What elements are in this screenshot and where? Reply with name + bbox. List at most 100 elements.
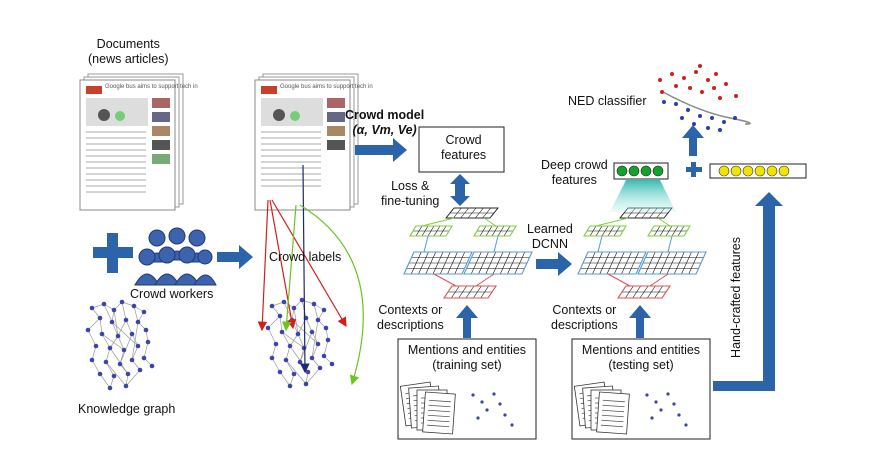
ned-point-red bbox=[658, 78, 662, 82]
graph-node bbox=[111, 373, 117, 379]
crowd-label-links bbox=[257, 164, 364, 386]
paper-stack-testing bbox=[573, 381, 630, 435]
graph-edge bbox=[285, 359, 307, 385]
mention-dots-training bbox=[471, 392, 514, 427]
ned-point-red bbox=[674, 84, 678, 88]
ned-point-red bbox=[660, 90, 664, 94]
dcnn-training bbox=[403, 207, 533, 299]
graph-edge bbox=[305, 317, 313, 333]
graph-node bbox=[141, 355, 147, 361]
graph-node bbox=[135, 319, 141, 325]
knowledge-graph-labeled bbox=[265, 297, 335, 389]
graph-edge bbox=[131, 345, 139, 361]
ned-point-red bbox=[718, 96, 722, 100]
graph-node bbox=[109, 319, 115, 325]
graph-edge bbox=[279, 315, 283, 333]
paper-stack-training bbox=[399, 381, 456, 435]
ned-point-red bbox=[706, 78, 710, 82]
ned-point-red bbox=[724, 82, 728, 86]
graph-node bbox=[315, 341, 321, 347]
graph-node bbox=[123, 317, 129, 323]
documents-label: Documents(news articles) bbox=[88, 37, 169, 66]
graph-node bbox=[299, 297, 305, 303]
ned-point-blue bbox=[686, 108, 690, 112]
graph-node bbox=[287, 343, 293, 349]
ned-point-red bbox=[700, 90, 704, 94]
graph-edge bbox=[109, 335, 119, 349]
graph-node bbox=[97, 371, 103, 377]
graph-edge bbox=[143, 341, 149, 359]
graph-edge bbox=[103, 303, 113, 323]
graph-edge bbox=[91, 345, 97, 361]
loss-fine-tuning-label: Loss &fine-tuning bbox=[381, 179, 440, 208]
graph-node bbox=[141, 309, 147, 315]
graph-node bbox=[317, 365, 323, 371]
graph-edge bbox=[117, 335, 125, 351]
graph-node bbox=[97, 315, 103, 321]
ned-point-blue bbox=[722, 120, 726, 124]
graph-edge bbox=[117, 319, 127, 337]
graph-node bbox=[143, 327, 149, 333]
graph-node bbox=[117, 361, 123, 367]
ned-point-red bbox=[698, 64, 702, 68]
crowd-model-params: (α, Vm, Ve) bbox=[352, 123, 417, 137]
graph-edge bbox=[101, 333, 125, 351]
graph-node bbox=[297, 359, 303, 365]
graph-edge bbox=[113, 309, 119, 337]
graph-node bbox=[123, 383, 129, 389]
graph-node bbox=[269, 355, 275, 361]
graph-edge bbox=[87, 329, 97, 347]
graph-edge bbox=[125, 319, 133, 335]
knowledge-graph-label: Knowledge graph bbox=[78, 402, 176, 416]
graph-node bbox=[129, 357, 135, 363]
crowd-features-box bbox=[418, 126, 505, 173]
graph-node bbox=[309, 355, 315, 361]
graph-edge bbox=[311, 343, 319, 359]
graph-edge bbox=[105, 347, 111, 363]
ned-point-red bbox=[734, 94, 738, 98]
graph-edge bbox=[131, 321, 139, 361]
graph-edge bbox=[323, 339, 329, 357]
arrow-contexts-left bbox=[456, 305, 478, 338]
graph-node bbox=[269, 303, 275, 309]
graph-node bbox=[103, 359, 109, 365]
graph-edge bbox=[111, 321, 119, 337]
ned-point-red bbox=[682, 76, 686, 80]
graph-edge bbox=[285, 359, 295, 375]
ned-classifier-label: NED classifier bbox=[568, 94, 647, 108]
graph-node bbox=[121, 347, 127, 353]
graph-node bbox=[89, 357, 95, 363]
graph-edge bbox=[125, 369, 141, 387]
graph-node bbox=[283, 357, 289, 363]
graph-node bbox=[323, 325, 329, 331]
graph-edge bbox=[297, 333, 305, 349]
doc-headline-left: Google bus aims to support tech in bbox=[105, 84, 198, 90]
labeled-documents-stack: Google bus aims to support tech in bbox=[254, 73, 373, 211]
graph-node bbox=[321, 353, 327, 359]
ned-point-red bbox=[688, 86, 692, 90]
graph-edge bbox=[285, 345, 291, 361]
ned-point-red bbox=[694, 70, 698, 74]
loss-double-arrow bbox=[450, 174, 470, 206]
testing-set-label: Mentions and entities(testing set) bbox=[581, 343, 701, 372]
graph-node bbox=[149, 363, 155, 369]
ned-point-red bbox=[712, 86, 716, 90]
crowd-workers-icon bbox=[134, 227, 217, 286]
graph-edge bbox=[105, 361, 127, 387]
graph-node bbox=[89, 305, 95, 311]
graph-node bbox=[277, 313, 283, 319]
documents-stack: Google bus aims to support tech in bbox=[79, 73, 198, 211]
small-plus-icon bbox=[686, 162, 702, 177]
graph-node bbox=[305, 369, 311, 375]
graph-node bbox=[135, 343, 141, 349]
graph-node bbox=[137, 367, 143, 373]
graph-edge bbox=[267, 327, 277, 345]
arrow-to-crowd-features bbox=[355, 138, 407, 162]
graph-node bbox=[303, 381, 309, 387]
ned-point-red bbox=[670, 72, 674, 76]
